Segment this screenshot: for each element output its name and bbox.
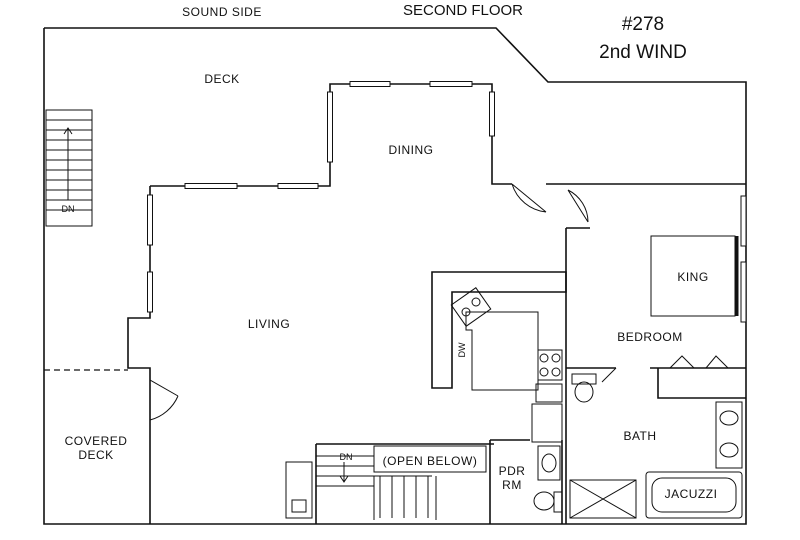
window bbox=[327, 91, 333, 163]
stair-well bbox=[315, 443, 494, 524]
kitchen-counter bbox=[431, 271, 567, 389]
left-stairs bbox=[45, 109, 93, 227]
sink-icon bbox=[719, 442, 739, 458]
room-pdr-2: RM bbox=[502, 478, 522, 492]
burner bbox=[539, 367, 549, 377]
toilet-tank bbox=[553, 491, 563, 513]
door-swing bbox=[511, 183, 547, 213]
room-bedroom: BEDROOM bbox=[617, 330, 683, 344]
bath-wall bbox=[566, 367, 746, 399]
closet-doors bbox=[669, 355, 729, 369]
unit-name: 2nd WIND bbox=[599, 42, 687, 63]
burner bbox=[551, 367, 561, 377]
refrigerator bbox=[531, 403, 563, 443]
unit-number: #278 bbox=[622, 14, 664, 35]
room-bath: BATH bbox=[623, 429, 656, 443]
burner bbox=[551, 353, 561, 363]
stair-right-label: DN bbox=[340, 452, 353, 462]
shower-drain bbox=[569, 479, 637, 519]
pdr-vanity bbox=[537, 445, 561, 481]
toilet-icon bbox=[574, 381, 594, 403]
powder-room-wall bbox=[489, 439, 563, 524]
window bbox=[349, 81, 391, 87]
room-deck: DECK bbox=[204, 72, 239, 86]
stove bbox=[537, 349, 563, 381]
room-living: LIVING bbox=[248, 317, 290, 331]
sink-icon bbox=[541, 453, 557, 473]
window bbox=[429, 81, 473, 87]
window bbox=[184, 183, 238, 189]
water-heater-icon bbox=[291, 499, 307, 513]
kitchen-sink-icon bbox=[450, 287, 492, 327]
room-dining: DINING bbox=[389, 143, 434, 157]
window bbox=[277, 183, 319, 189]
burner bbox=[539, 353, 549, 363]
bottom-stairs bbox=[316, 455, 437, 520]
floor-title: SECOND FLOOR bbox=[403, 2, 523, 19]
room-king: KING bbox=[677, 270, 708, 284]
door-swing bbox=[567, 189, 589, 223]
window bbox=[147, 194, 153, 246]
king-bed bbox=[650, 235, 736, 317]
open-below-label: (OPEN BELOW) bbox=[383, 454, 478, 468]
jacuzzi-basin bbox=[651, 477, 737, 513]
room-covered-deck-1: COVERED bbox=[65, 434, 128, 448]
toilet-tank bbox=[571, 373, 597, 385]
window bbox=[740, 261, 747, 323]
closet bbox=[285, 461, 313, 519]
pantry bbox=[535, 383, 563, 403]
door-swing bbox=[149, 379, 179, 421]
room-pdr-1: PDR bbox=[499, 464, 526, 478]
stair-left-label: DN bbox=[62, 204, 75, 214]
window bbox=[489, 91, 495, 137]
open-below-box bbox=[373, 445, 487, 473]
shower bbox=[569, 479, 637, 519]
toilet-icon bbox=[533, 491, 555, 511]
dishwasher-label: DW bbox=[457, 342, 467, 357]
kitchen-island bbox=[465, 311, 539, 391]
window bbox=[740, 195, 747, 247]
room-covered-deck-2: DECK bbox=[78, 448, 113, 462]
jacuzzi-label: JACUZZI bbox=[665, 487, 718, 501]
window bbox=[147, 271, 153, 313]
jacuzzi-tub bbox=[645, 471, 743, 519]
sink-icon bbox=[719, 410, 739, 426]
vanity bbox=[715, 401, 743, 469]
sound-side-label: SOUND SIDE bbox=[182, 5, 262, 19]
bath-door bbox=[601, 367, 617, 383]
house-wall bbox=[127, 186, 151, 524]
